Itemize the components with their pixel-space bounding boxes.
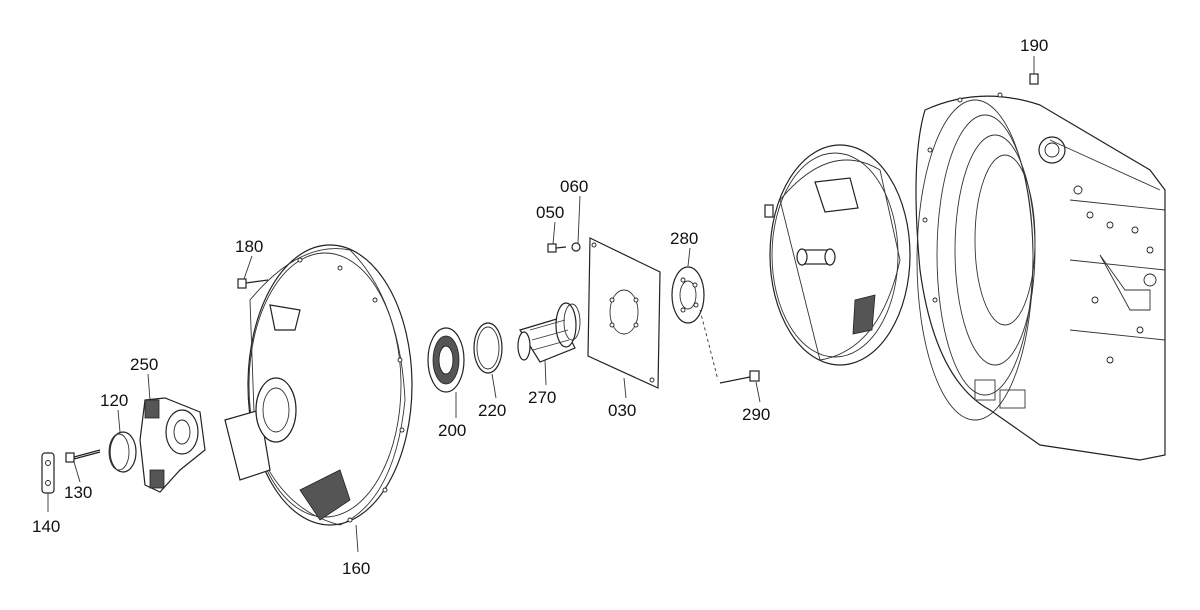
part-220-ring	[473, 322, 503, 374]
callout-140: 140	[32, 517, 60, 536]
part-130-bolt	[65, 449, 101, 463]
part-060-washer	[571, 242, 581, 252]
callout-030: 030	[608, 401, 636, 420]
callout-200: 200	[438, 421, 466, 440]
part-180-bolt	[237, 278, 269, 289]
callout-250: 250	[130, 355, 158, 374]
leader-lines	[47, 56, 1035, 553]
callout-190: 190	[1020, 36, 1048, 55]
part-120-cap	[108, 431, 137, 473]
part-160-housing-cover	[224, 244, 413, 526]
callout-180: 180	[235, 237, 263, 256]
callout-290: 290	[742, 405, 770, 424]
callout-060: 060	[560, 177, 588, 196]
torque-converter	[764, 144, 911, 366]
callout-270: 270	[528, 388, 556, 407]
callout-120: 120	[100, 391, 128, 410]
part-250-flange-yoke	[139, 397, 206, 493]
part-200-bearing	[427, 327, 465, 393]
part-190-plug	[1029, 73, 1039, 85]
part-290-bolt	[719, 370, 760, 384]
part-030-gasket	[587, 237, 661, 389]
part-280-drive-plate	[671, 266, 719, 381]
callout-050: 050	[536, 203, 564, 222]
part-140-plate	[41, 452, 55, 494]
callout-220: 220	[478, 401, 506, 420]
part-050-bolt	[547, 243, 567, 253]
part-270-shaft	[517, 302, 581, 363]
callout-160: 160	[342, 559, 370, 578]
callout-130: 130	[64, 483, 92, 502]
transmission-housing	[915, 92, 1166, 461]
callout-280: 280	[670, 229, 698, 248]
callouts: 190 060 050 280 180 250 120 200 220 270 …	[32, 36, 1048, 578]
